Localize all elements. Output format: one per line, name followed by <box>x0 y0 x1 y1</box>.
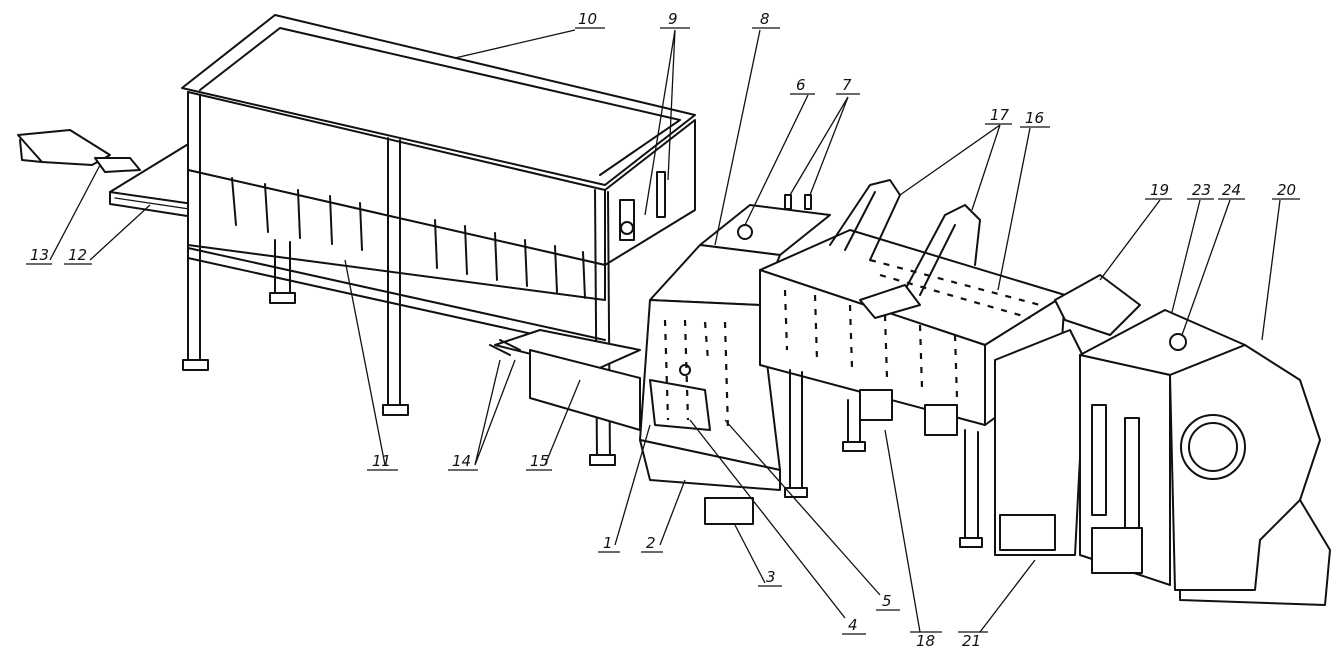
label-18: 18 <box>916 632 935 650</box>
label-17: 17 <box>990 106 1010 124</box>
part-labels: 10 9 8 6 7 17 16 19 23 24 20 13 12 11 14… <box>26 10 1300 650</box>
label-19: 19 <box>1150 181 1169 199</box>
label-14: 14 <box>452 452 471 470</box>
label-5: 5 <box>882 592 892 610</box>
storage-hopper <box>181 14 696 466</box>
label-8: 8 <box>760 10 770 28</box>
label-4: 4 <box>848 616 858 634</box>
label-9: 9 <box>668 10 678 28</box>
label-2: 2 <box>646 534 656 552</box>
label-10: 10 <box>578 10 597 28</box>
label-11: 11 <box>372 452 391 470</box>
label-7: 7 <box>842 76 852 94</box>
label-6: 6 <box>796 76 806 94</box>
label-23: 23 <box>1192 181 1211 199</box>
label-3: 3 <box>766 568 776 586</box>
label-21: 21 <box>962 632 981 650</box>
label-1: 1 <box>603 534 613 552</box>
label-15: 15 <box>530 452 549 470</box>
label-16: 16 <box>1025 109 1044 127</box>
dryer-inlet-section <box>639 194 831 525</box>
label-12: 12 <box>68 246 87 264</box>
fan-and-cyclone <box>994 274 1331 606</box>
label-24: 24 <box>1222 181 1241 199</box>
leader-lines <box>49 29 1281 633</box>
label-13: 13 <box>30 246 49 264</box>
label-20: 20 <box>1277 181 1296 199</box>
